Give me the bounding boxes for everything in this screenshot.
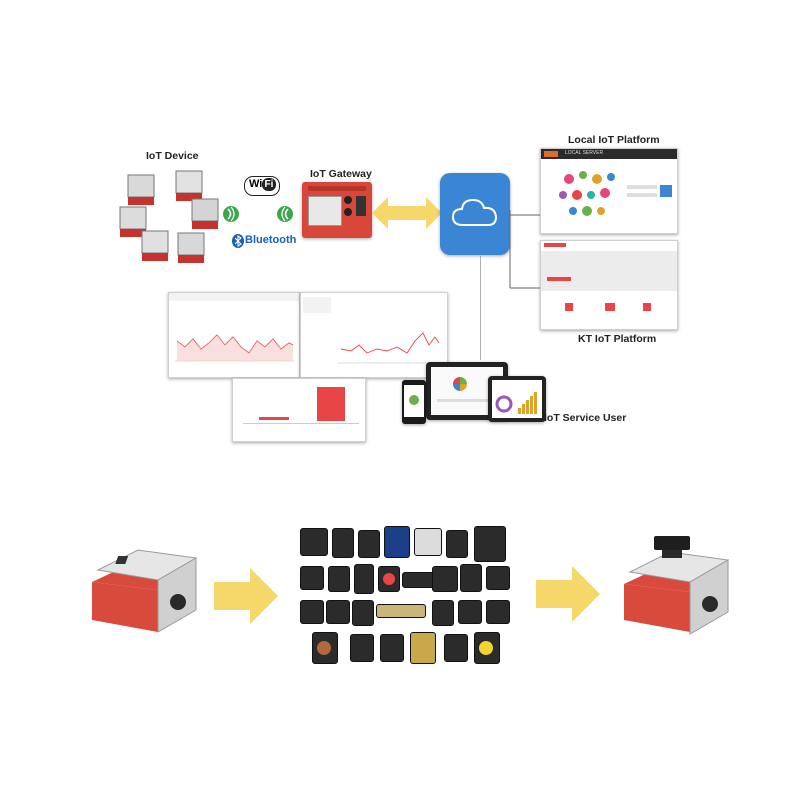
login-button — [660, 185, 672, 197]
bar-large — [317, 387, 345, 421]
phone-device — [402, 380, 426, 424]
bar-small — [259, 417, 289, 420]
iot-device-label: IoT Device — [146, 150, 199, 162]
tablet-bar-graphic — [495, 392, 537, 414]
gateway-port — [356, 196, 366, 216]
phone-screen — [404, 385, 424, 417]
cloud-icon — [451, 198, 498, 226]
iot-device-box-right — [610, 530, 730, 640]
sensor-module — [326, 600, 350, 624]
area-chart — [337, 332, 441, 364]
arrow-right — [536, 566, 600, 622]
gateway-knob — [344, 196, 352, 204]
sensor-module — [384, 526, 410, 558]
sensor-module — [414, 528, 442, 556]
area-chart-panel — [300, 292, 448, 378]
kt-platform-logo — [544, 243, 566, 247]
sensor-module — [354, 564, 374, 594]
sensor-module — [300, 600, 324, 624]
kt-platform-screenshot — [540, 240, 678, 330]
bluetooth-label: Bluetooth — [245, 234, 297, 246]
tablet-text-line — [437, 399, 497, 402]
kt-feature-icon — [605, 303, 615, 311]
login-field — [627, 185, 657, 189]
device-box — [127, 174, 155, 205]
wireless-signal-icon — [276, 203, 294, 225]
line-chart — [175, 334, 295, 362]
sensor-module — [350, 634, 374, 662]
sensor-module — [432, 566, 458, 592]
sensor-module — [376, 604, 426, 618]
sensor-module — [358, 530, 380, 558]
wireless-signal-icon — [222, 203, 240, 225]
sensor-module — [332, 528, 354, 558]
local-platform-header: LOCAL SERVER — [541, 149, 677, 159]
sensor-module — [300, 528, 328, 556]
sensor-module — [444, 634, 468, 662]
kt-iot-platform-label: KT IoT Platform — [578, 333, 657, 345]
wifi-logo: Wi Fi — [244, 176, 280, 196]
wifi-logo-fi: Fi — [262, 178, 276, 191]
local-platform-graphic — [559, 171, 615, 216]
sensor-module — [460, 564, 482, 592]
tablet-device — [488, 376, 546, 422]
iot-gateway-device — [302, 182, 372, 238]
phone-graphic — [409, 395, 419, 405]
tablet-device — [426, 362, 508, 420]
bar-chart-panel — [232, 378, 366, 442]
iot-service-user-label: IoT Service User — [544, 412, 627, 424]
device-box — [191, 198, 219, 229]
arrow-right — [214, 568, 278, 624]
panel-sidebar — [303, 297, 331, 313]
bluetooth-icon — [232, 234, 244, 248]
sensor-module — [486, 600, 510, 624]
tablet-screen — [492, 380, 542, 418]
kt-platform-banner — [541, 251, 677, 291]
kt-feature-icon — [643, 303, 651, 311]
device-box — [119, 206, 147, 237]
kt-feature-icon — [565, 303, 573, 311]
cloud-tile — [440, 173, 510, 255]
device-box — [177, 232, 205, 263]
local-platform-screenshot: LOCAL SERVER — [540, 148, 678, 234]
wifi-logo-text: Wi — [249, 178, 263, 190]
sensor-module — [432, 600, 454, 626]
sensor-module — [300, 566, 324, 590]
sensor-module — [352, 600, 374, 626]
sensor-module — [458, 600, 482, 624]
kt-banner-button — [547, 277, 571, 281]
sensor-module — [312, 632, 338, 664]
sensor-module-grid — [298, 524, 518, 666]
device-box — [141, 230, 169, 261]
bar-axis — [243, 423, 359, 424]
sensor-module — [474, 632, 500, 664]
sensor-module — [486, 566, 510, 590]
gateway-knob — [344, 208, 352, 216]
local-iot-platform-label: Local IoT Platform — [568, 134, 660, 146]
sensor-module — [328, 566, 350, 592]
sensor-module — [378, 566, 400, 592]
sensor-module — [410, 632, 436, 664]
iot-device-box-left — [78, 540, 198, 640]
sensor-module — [380, 634, 404, 662]
device-box — [175, 170, 203, 201]
panel-header — [169, 293, 299, 301]
sensor-module — [446, 530, 468, 558]
gateway-screen — [308, 196, 342, 226]
bidirectional-arrow — [372, 193, 442, 233]
line-chart-panel — [168, 292, 300, 378]
sensor-module — [474, 526, 506, 562]
iot-gateway-label: IoT Gateway — [310, 168, 372, 180]
local-platform-logo — [544, 151, 558, 157]
gateway-top-strip — [308, 186, 366, 191]
login-field — [627, 193, 657, 197]
local-platform-header-text: LOCAL SERVER — [565, 150, 604, 156]
iot-device-cluster — [118, 165, 228, 265]
cloud-connector-lines — [480, 210, 540, 360]
tablet-pie-graphic — [453, 377, 467, 391]
